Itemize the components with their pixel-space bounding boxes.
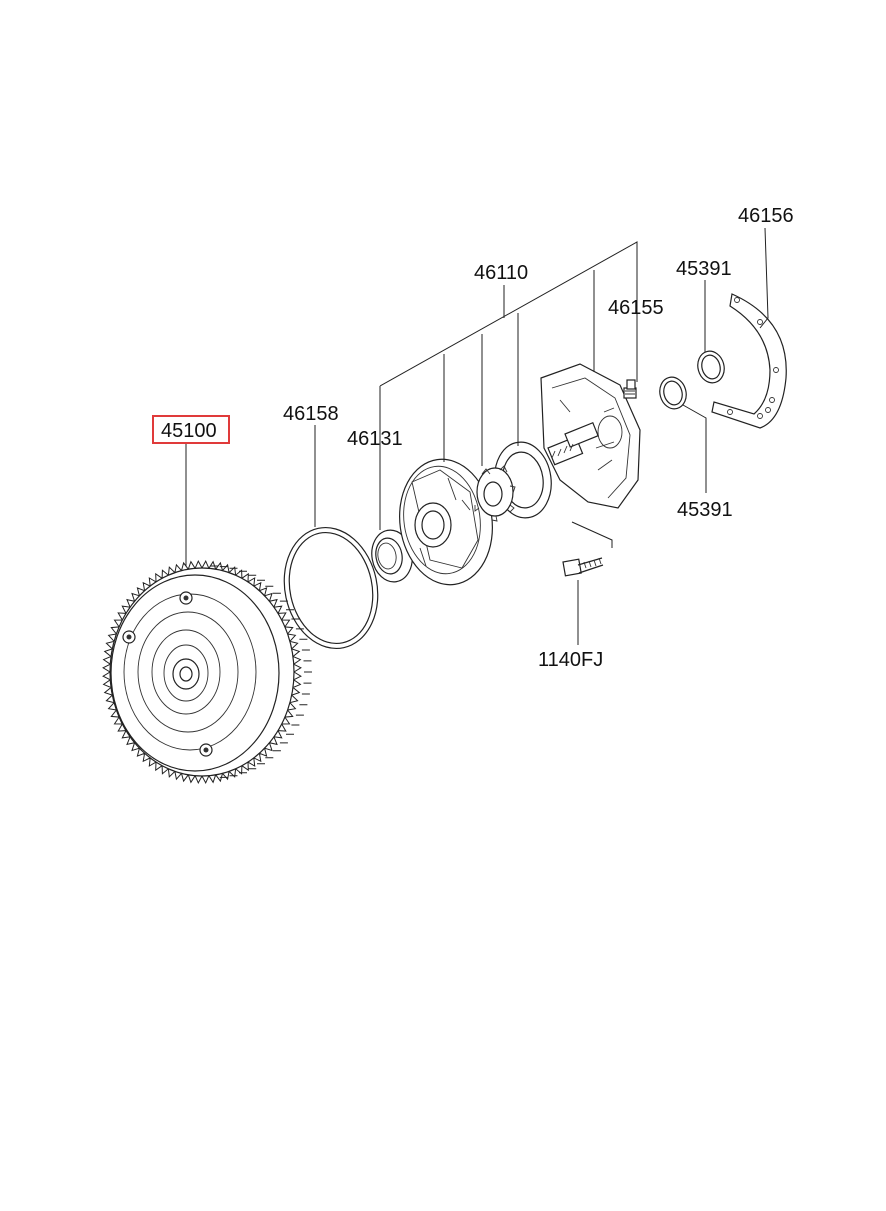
label-46156[interactable]: 46156: [738, 205, 794, 227]
label-45391-lower[interactable]: 45391: [677, 499, 733, 521]
gasket-46156[interactable]: [711, 293, 787, 429]
part-labels: 45100 46158 46131 46110 46155 45391 4615…: [161, 205, 794, 671]
pump-inner-gear[interactable]: [474, 465, 516, 522]
leader-lines: [185, 227, 769, 645]
label-46110[interactable]: 46110: [474, 262, 528, 284]
pump-cover-stator-shaft[interactable]: [540, 363, 641, 509]
highlight-box: [152, 415, 230, 444]
seal-ring-45391-upper[interactable]: [694, 348, 727, 386]
label-46131[interactable]: 46131: [347, 428, 403, 450]
bolt-1140FJ[interactable]: [562, 557, 604, 577]
ring-gear-band: [210, 565, 312, 778]
label-1140FJ[interactable]: 1140FJ: [538, 649, 603, 671]
o-ring-46158[interactable]: [273, 519, 388, 657]
label-46155[interactable]: 46155: [608, 297, 664, 319]
plug-46155[interactable]: [623, 379, 637, 399]
torque-converter-45100[interactable]: [102, 559, 312, 785]
label-45391-upper[interactable]: 45391: [676, 258, 732, 280]
pump-housing[interactable]: [392, 453, 501, 591]
seal-ring-45391-lower[interactable]: [656, 374, 689, 412]
label-45100[interactable]: 45100: [161, 420, 217, 442]
label-46158[interactable]: 46158: [283, 403, 339, 425]
